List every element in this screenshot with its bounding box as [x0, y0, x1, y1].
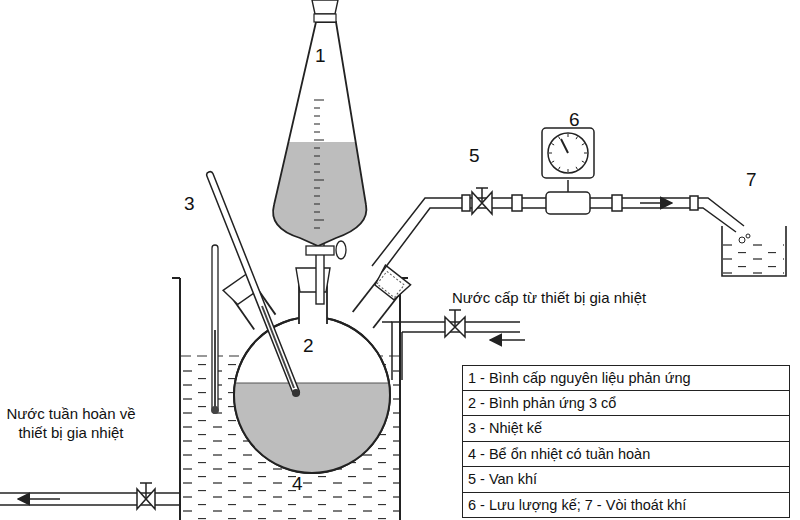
callout-number: 6: [569, 110, 580, 129]
bath-thermometer: [211, 245, 219, 414]
callout-number: 2: [303, 336, 314, 355]
legend-table-row: 5 - Van khí: [462, 466, 790, 493]
legend-table-row: 3 - Nhiệt kế: [462, 415, 790, 442]
beaker: [722, 226, 786, 276]
table-cell-text: 6 - Lưu lượng kế; 7 - Vòi thoát khí: [468, 497, 686, 513]
callout-number: 3: [184, 194, 195, 213]
flow-meter: [542, 128, 594, 214]
legend-table-row: 6 - Lưu lượng kế; 7 - Vòi thoát khí: [462, 492, 790, 519]
legend-table-row: 4 - Bể ổn nhiệt có tuần hoàn: [462, 441, 790, 468]
legend-table-row: 1 - Bình cấp nguyên liệu phản ứng: [462, 365, 790, 392]
callout-number: 4: [292, 474, 303, 493]
callout-number: 7: [746, 170, 757, 189]
table-cell-text: 4 - Bể ổn nhiệt có tuần hoàn: [468, 446, 650, 462]
legend-table-row: 2 - Bình phản ứng 3 cổ: [462, 390, 790, 417]
outlet-pipe: [0, 483, 180, 509]
inlet-valve: [445, 310, 465, 337]
table-cell-text: 5 - Van khí: [468, 471, 537, 487]
callout-number: 1: [315, 46, 326, 65]
table-cell-text: 1 - Bình cấp nguyên liệu phản ứng: [468, 370, 691, 386]
flow-label: Nước cấp từ thiết bị gia nhiệt: [450, 288, 648, 307]
table-cell-text: 3 - Nhiệt kế: [468, 420, 542, 436]
gas-line: [372, 128, 744, 272]
flow-label: Nước tuần hoàn về thiết bị gia nhiệt: [2, 404, 140, 442]
dropping-funnel: [260, 0, 380, 304]
callout-number: 5: [469, 146, 480, 165]
table-cell-text: 2 - Bình phản ứng 3 cổ: [468, 395, 616, 411]
gas-valve: [472, 188, 492, 214]
